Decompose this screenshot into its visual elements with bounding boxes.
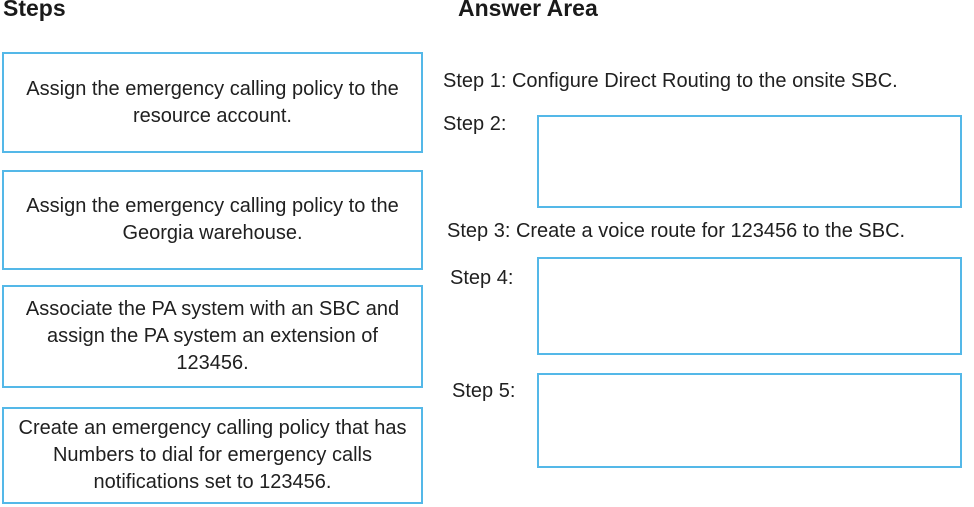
step-option-card-4-text: Create an emergency calling policy that … [18,417,407,493]
answer-step-1-text: Configure Direct Routing to the onsite S… [511,70,898,92]
answer-step-5-dropzone[interactable] [537,373,962,468]
answer-step-3-text: Create a voice route for 123456 to the S… [515,220,906,242]
step-option-card-4[interactable]: Create an emergency calling policy that … [2,407,423,504]
answer-step-2-dropzone[interactable] [537,115,962,208]
step-option-card-1[interactable]: Assign the emergency calling policy to t… [2,52,423,153]
steps-panel-title: Steps [3,0,66,21]
answer-step-3-label: Step 3: [447,220,511,242]
answer-step-1-line: Step 1: Configure Direct Routing to the … [443,68,898,94]
step-option-card-3-text: Associate the PA system with an SBC and … [25,298,400,374]
answer-step-1-label: Step 1: [443,70,507,92]
answer-step-5-label: Step 5: [452,380,516,402]
answer-step-2-label: Step 2: [443,113,507,135]
answer-area-title: Answer Area [458,0,598,21]
step-option-card-3[interactable]: Associate the PA system with an SBC and … [2,285,423,388]
step-option-card-2-text: Assign the emergency calling policy to t… [26,195,399,244]
step-option-card-1-text: Assign the emergency calling policy to t… [26,77,399,127]
answer-step-4-label: Step 4: [450,267,514,289]
step-option-card-2[interactable]: Assign the emergency calling policy to t… [2,170,423,270]
answer-step-3-line: Step 3: Create a voice route for 123456 … [447,218,905,244]
answer-step-4-dropzone[interactable] [537,257,962,355]
